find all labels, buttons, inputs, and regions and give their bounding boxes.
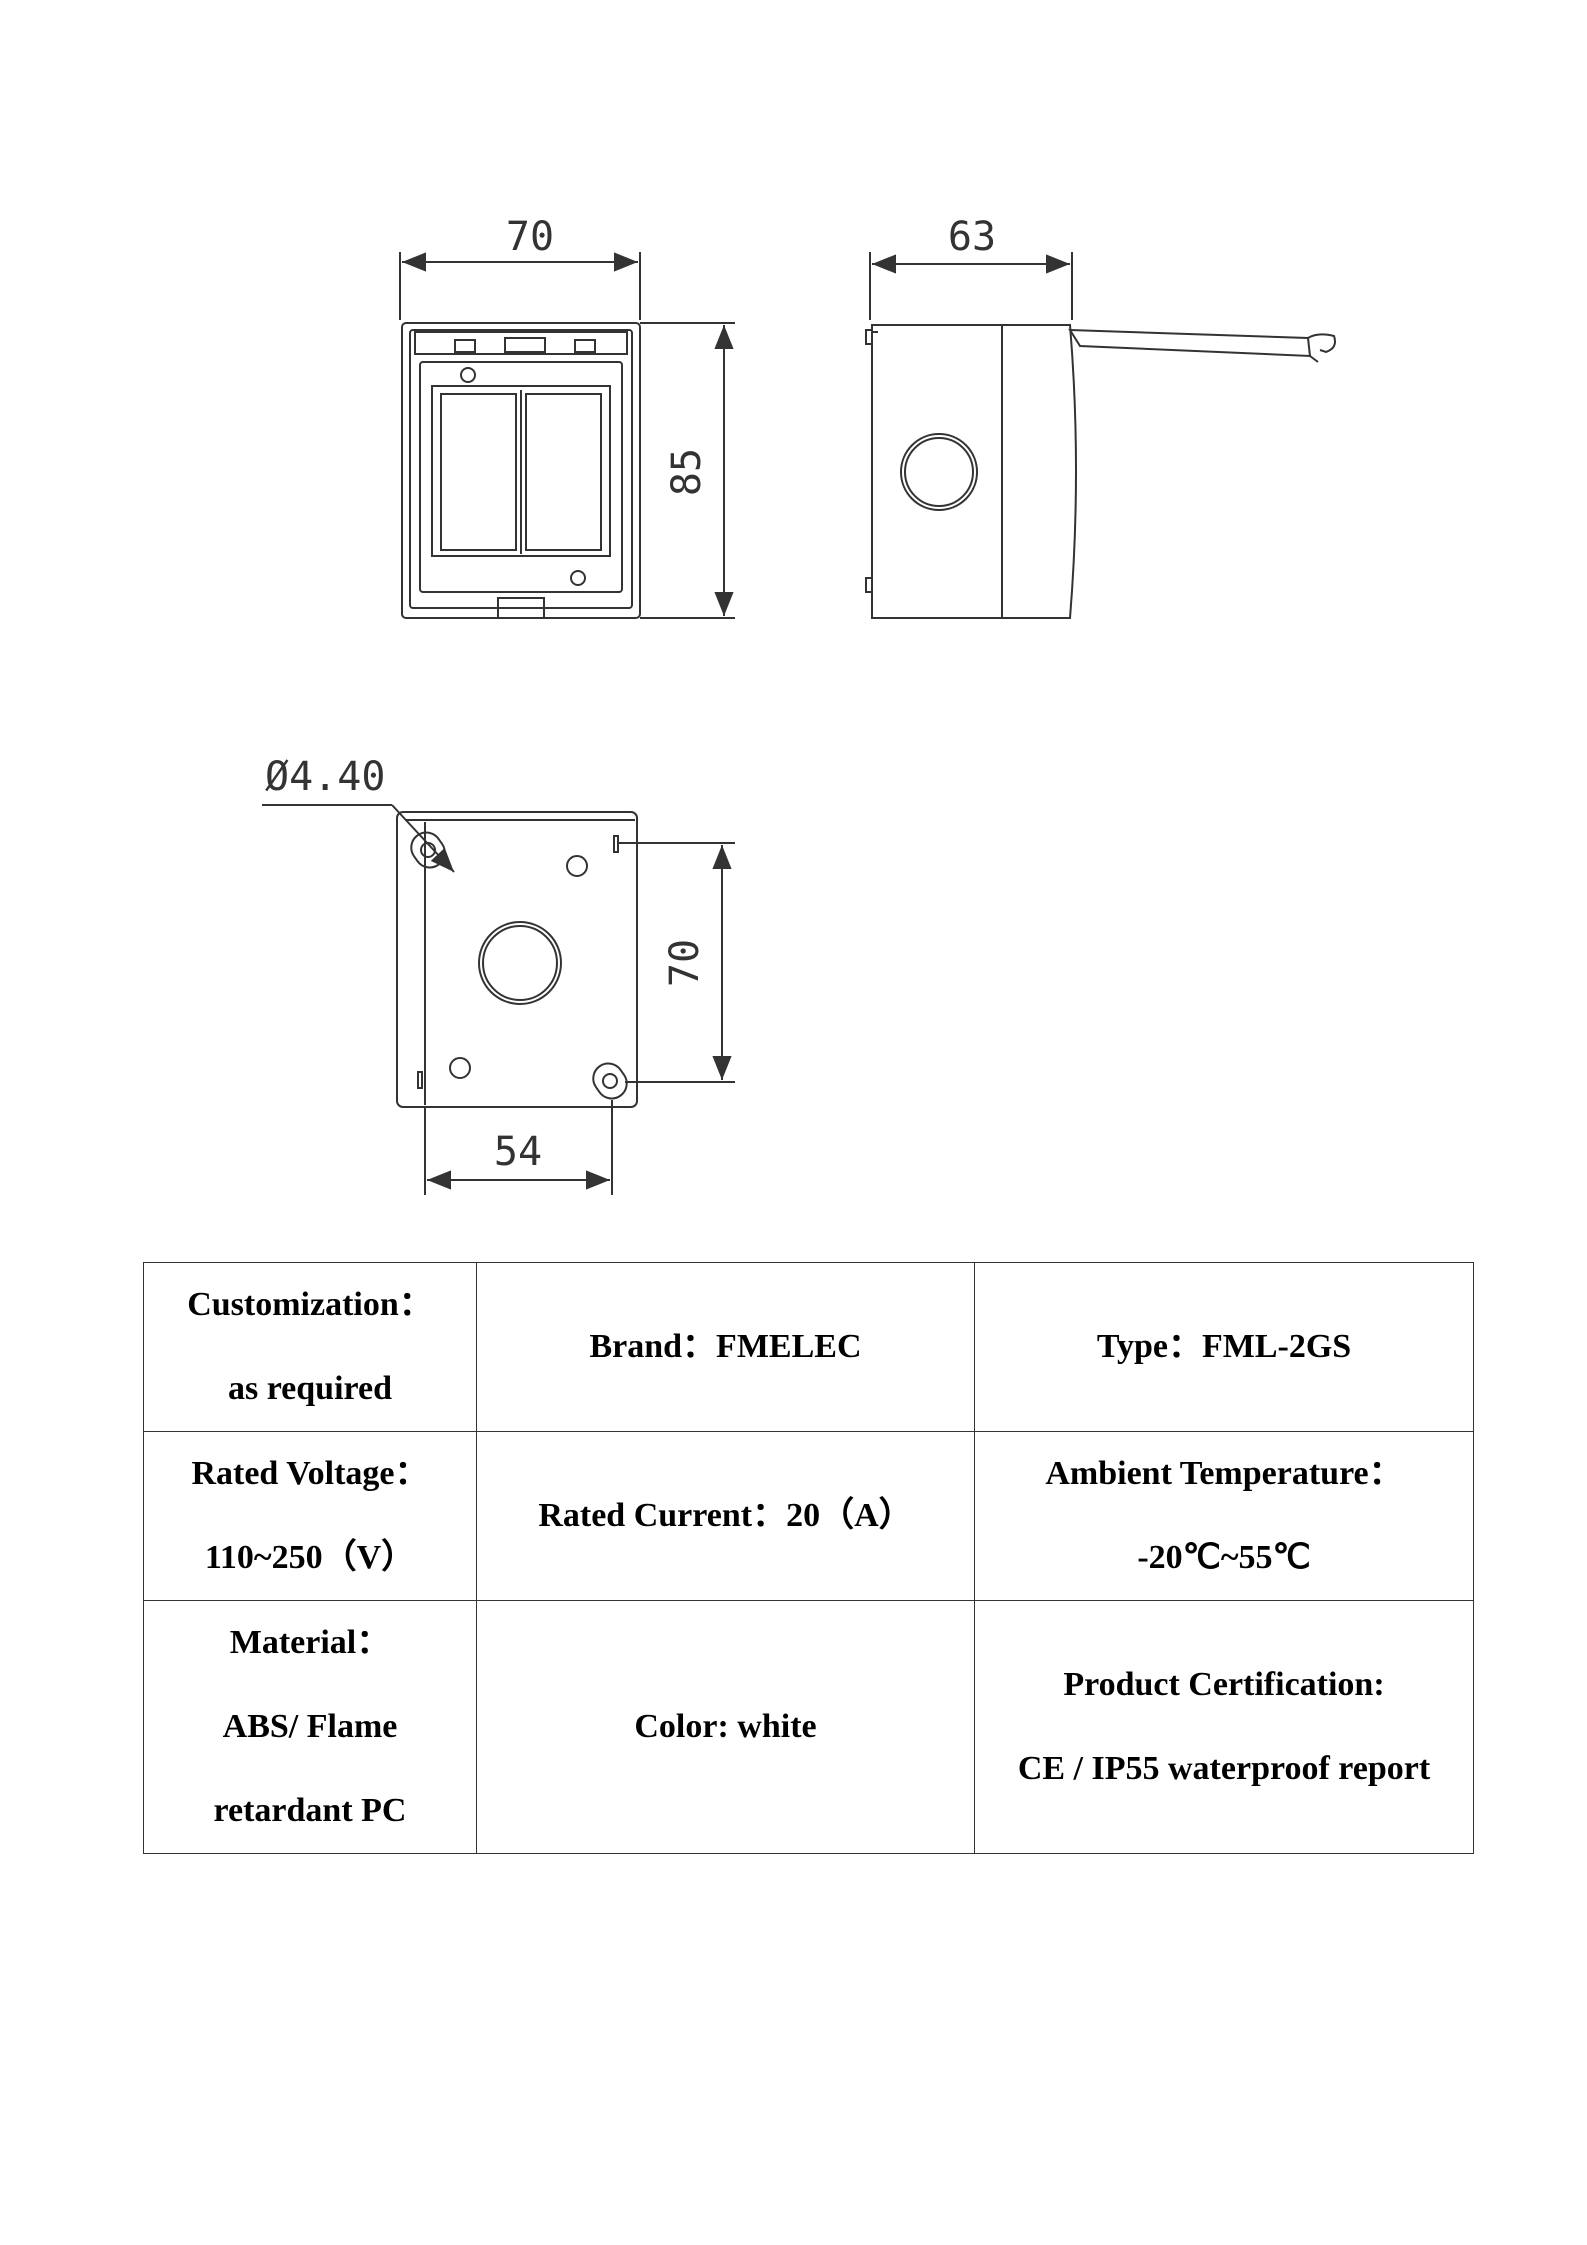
cell-line: Brand：FMELEC [589, 1328, 862, 1365]
rated-current-cell: Rated Current：20（A） [476, 1431, 975, 1601]
cell-line: Material： [229, 1624, 391, 1661]
front-width-dim: 70 [506, 214, 554, 260]
technical-drawings: 70 85 63 [262, 214, 1336, 1195]
cell-line: Rated Voltage： [191, 1455, 429, 1492]
rated-voltage-cell: Rated Voltage： 110~250（V） [143, 1431, 477, 1601]
cell-line: retardant PC [213, 1792, 407, 1829]
table-row: Material： ABS/ Flame retardant PC Color:… [143, 1600, 1474, 1854]
customization-cell: Customization： as required [143, 1262, 477, 1432]
cell-line: Type：FML-2GS [1096, 1328, 1352, 1365]
cell-line: Customization： [187, 1286, 433, 1323]
cell-line: Ambient Temperature： [1045, 1455, 1403, 1492]
material-cell: Material： ABS/ Flame retardant PC [143, 1600, 477, 1854]
hole-diameter-dim: Ø4.40 [265, 754, 385, 800]
ambient-temperature-cell: Ambient Temperature： -20℃~55℃ [974, 1431, 1474, 1601]
cell-line: ABS/ Flame [222, 1708, 398, 1745]
brand-cell: Brand：FMELEC [476, 1262, 975, 1432]
front-height-dim: 85 [664, 448, 710, 496]
type-cell: Type：FML-2GS [974, 1262, 1474, 1432]
side-view: 63 [865, 214, 1336, 619]
back-view: Ø4.40 70 54 [262, 754, 735, 1195]
cell-line: Rated Current：20（A） [538, 1497, 913, 1534]
back-horizontal-dim: 54 [494, 1129, 542, 1175]
cell-line: CE / IP55 waterproof report [1017, 1750, 1431, 1787]
cell-line: 110~250（V） [204, 1539, 416, 1576]
back-vertical-dim: 70 [662, 939, 708, 987]
cell-line: -20℃~55℃ [1137, 1539, 1311, 1576]
cell-line: as required [227, 1370, 393, 1407]
cell-line: Color: white [634, 1708, 817, 1745]
table-row: Customization： as required Brand：FMELEC … [143, 1262, 1474, 1432]
color-cell: Color: white [476, 1600, 975, 1854]
table-row: Rated Voltage： 110~250（V） Rated Current：… [143, 1431, 1474, 1601]
product-certification-cell: Product Certification: CE / IP55 waterpr… [974, 1600, 1474, 1854]
side-depth-dim: 63 [948, 214, 996, 260]
front-view: 70 85 [399, 214, 735, 619]
cell-line: Product Certification: [1063, 1666, 1385, 1703]
spec-table: Customization： as required Brand：FMELEC … [143, 1262, 1474, 1854]
